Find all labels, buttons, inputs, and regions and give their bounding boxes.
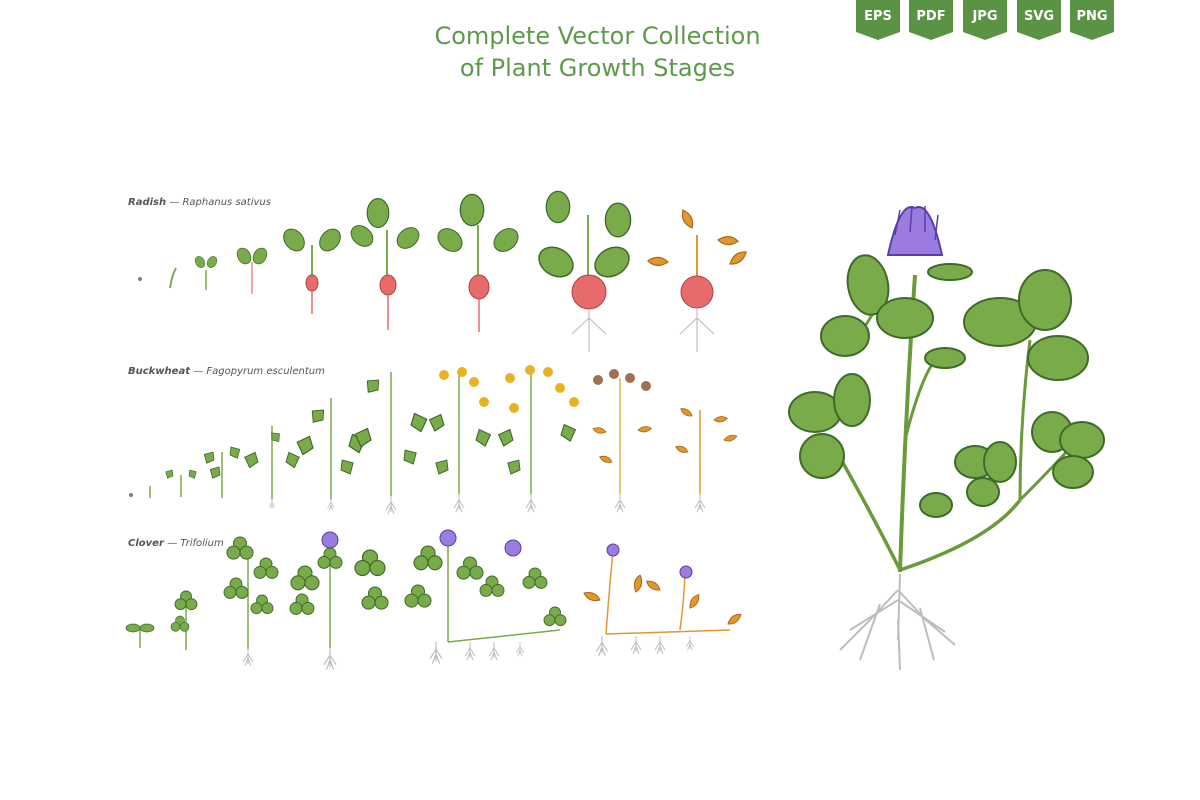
page-title: Complete Vector Collection of Plant Grow… — [380, 20, 815, 84]
row-label-radish: Radish — Raphanus sativus — [128, 197, 271, 208]
badge-png-label: PNG — [1076, 9, 1108, 24]
row-label-clover: Clover — Trifolium — [128, 538, 224, 549]
badge-svg: SVG — [1017, 0, 1061, 40]
clover-stage-icon — [125, 529, 743, 671]
badge-svg-label: SVG — [1023, 9, 1055, 24]
badge-jpg: JPG — [963, 0, 1007, 40]
badge-jpg-label: JPG — [972, 9, 998, 24]
radish-stage-icon — [138, 190, 749, 352]
title-line-2: of Plant Growth Stages — [459, 54, 736, 82]
row-label-buckwheat: Buckwheat — Fagopyrum esculentum — [128, 366, 325, 377]
badge-png: PNG — [1070, 0, 1114, 40]
badge-pdf: PDF — [909, 0, 953, 40]
title-line-1: Complete Vector Collection — [434, 22, 761, 50]
badge-pdf-label: PDF — [916, 9, 946, 24]
badge-eps: EPS — [856, 0, 900, 40]
buckwheat-stage-icon — [129, 365, 738, 515]
clover-large-illustration — [788, 205, 1105, 671]
badge-eps-label: EPS — [864, 9, 892, 24]
